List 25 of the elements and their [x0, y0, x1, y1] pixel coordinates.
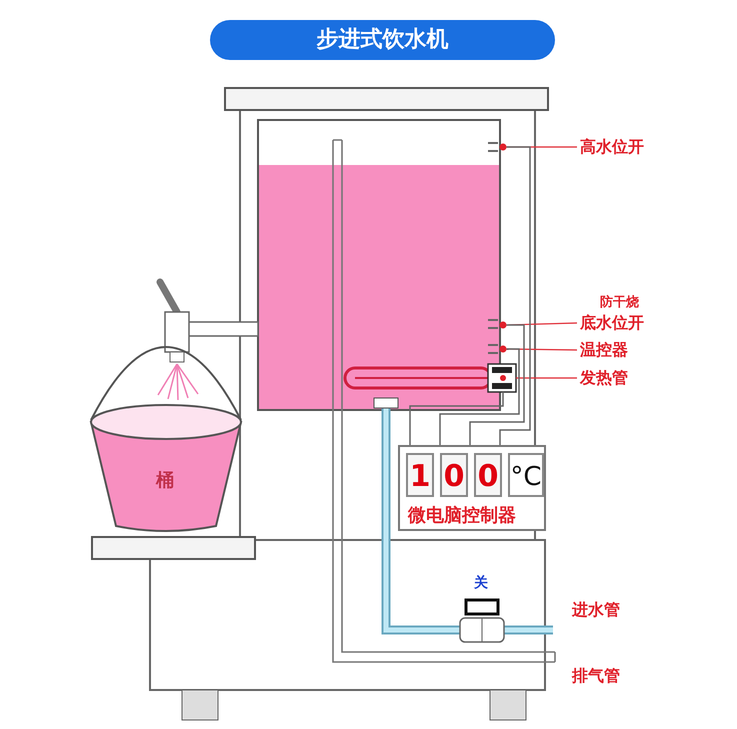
digit-display: 0 [440, 453, 468, 497]
callout-label: 发热管 [580, 368, 628, 388]
wire [469, 324, 525, 445]
callout-label: 底水位开 [580, 313, 644, 333]
sensor-dot [500, 346, 506, 352]
pipe-label: 排气管 [572, 666, 620, 687]
wire [409, 392, 504, 445]
controller-panel [398, 445, 546, 531]
title-banner: 步进式饮水机 [210, 20, 555, 60]
side-label: 防干烧 [600, 294, 639, 311]
unit-display: °C [508, 453, 544, 497]
bucket-label: 桶 [156, 469, 174, 492]
controller-label: 微电脑控制器 [408, 504, 516, 527]
sensor-dot [500, 322, 506, 328]
heating-tube-drawing [344, 363, 517, 393]
wire [439, 348, 520, 445]
sensor-dot [500, 144, 506, 150]
pipe-label: 进水管 [572, 600, 620, 621]
callout-label: 温控器 [580, 340, 628, 360]
digit-display: 1 [406, 453, 434, 497]
wire [499, 146, 531, 445]
digit-display: 0 [474, 453, 502, 497]
callout-label: 高水位开 [580, 137, 644, 157]
leader-line [516, 377, 577, 379]
valve-label: 关 [474, 574, 488, 592]
